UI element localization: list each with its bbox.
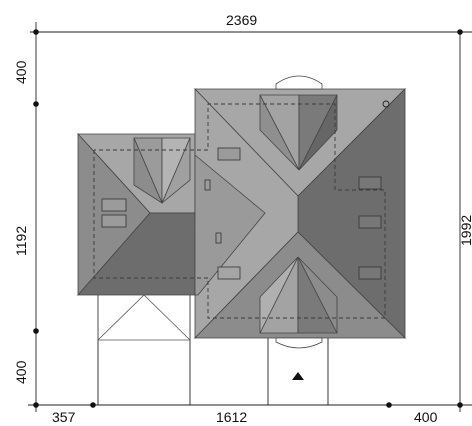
small-vent (215, 232, 222, 244)
skylights (101, 147, 382, 280)
dimension-left-middle: 1192 (13, 226, 29, 256)
dormer-south-plane-c (259, 256, 299, 334)
dimension-bottom-middle: 1612 (216, 409, 247, 425)
small-vent (204, 179, 211, 191)
skylight (358, 266, 382, 280)
dormer-left-plane-c (133, 137, 163, 205)
dimension-left-bottom: 400 (13, 360, 29, 384)
wall-outline-dashed (93, 103, 386, 319)
dormer-left-plane-d (161, 137, 191, 204)
skylight (358, 176, 382, 190)
skylight (217, 266, 241, 280)
dimension-right-partial: 1992 (458, 215, 472, 246)
skylight (358, 215, 382, 229)
dormer-north-plane-c (259, 94, 300, 171)
skylight (101, 198, 127, 212)
dimension-top-total: 2369 (226, 12, 257, 28)
balcony-south (275, 337, 323, 349)
triangle-up-icon (292, 372, 304, 380)
dormer-south-plane-d (297, 256, 338, 334)
dormer-north (259, 94, 338, 171)
dimension-left-top: 400 (13, 60, 29, 84)
dimension-bottom-left: 357 (52, 409, 76, 425)
terrace-outline (97, 294, 191, 341)
roof-valley-overlay (194, 154, 266, 296)
dormer-north-plane-d (298, 94, 338, 171)
dormer-south (259, 256, 338, 334)
dimension-bottom-right: 400 (414, 409, 438, 425)
skylight (217, 147, 241, 161)
skylight (101, 214, 127, 228)
circle-icon (382, 100, 390, 108)
dimension-ticks (33, 29, 463, 408)
balcony-north (275, 75, 323, 90)
